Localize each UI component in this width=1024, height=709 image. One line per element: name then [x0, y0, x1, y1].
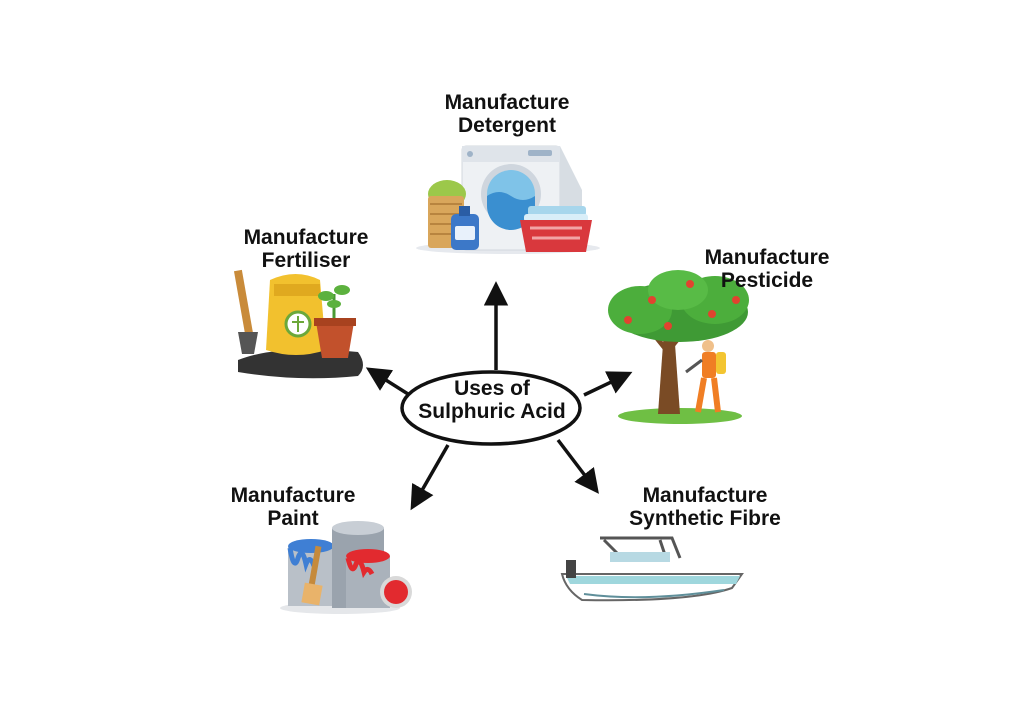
label-fertiliser-line1: Manufacture — [243, 226, 369, 249]
center-label-line2: Sulphuric Acid — [418, 400, 566, 423]
arrow-to-fertiliser — [365, 367, 409, 396]
label-paint-line1: Manufacture — [230, 484, 356, 507]
label-pesticide-line1: Manufacture — [704, 246, 830, 269]
label-paint: Manufacture Paint — [203, 484, 383, 530]
label-paint-line2: Paint — [267, 507, 319, 530]
fruit-tree-sprayer-icon — [608, 270, 749, 424]
label-fertiliser-line2: Fertiliser — [261, 249, 351, 272]
label-fertiliser: Manufacture Fertiliser — [216, 226, 396, 272]
center-ellipse — [400, 370, 582, 446]
fertiliser-bag-icon — [233, 269, 363, 379]
arrow-to-paint — [410, 444, 450, 511]
center-label: Uses of Sulphuric Acid — [400, 377, 584, 423]
label-detergent: Manufacture Detergent — [417, 91, 597, 137]
arrows — [365, 281, 633, 511]
label-pesticide-line2: Pesticide — [720, 269, 814, 292]
label-detergent-line1: Manufacture — [444, 91, 570, 114]
arrow-to-fibre — [556, 438, 599, 494]
label-pesticide: Manufacture Pesticide — [677, 246, 857, 292]
label-detergent-line2: Detergent — [457, 114, 557, 137]
label-fibre-line1: Manufacture — [642, 484, 768, 507]
label-fibre-line2: Synthetic Fibre — [629, 507, 781, 530]
boat-icon — [560, 536, 744, 602]
arrow-to-pesticide — [583, 371, 633, 397]
center-label-line1: Uses of — [454, 377, 530, 400]
label-fibre: Manufacture Synthetic Fibre — [605, 484, 805, 530]
washing-machine-icon — [416, 145, 600, 254]
paint-cans-icon — [280, 521, 412, 614]
